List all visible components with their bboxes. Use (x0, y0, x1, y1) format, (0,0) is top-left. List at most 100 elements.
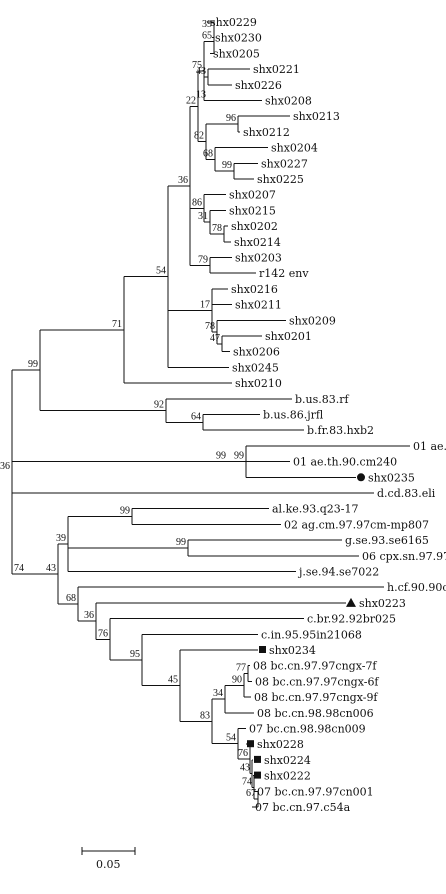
bootstrap-value: 95 (130, 649, 140, 660)
taxon-label-08-bc-cn-98-98cn006: 08 bc.cn.98.98cn006 (257, 707, 374, 720)
bootstrap-value: 78 (212, 223, 222, 234)
taxon-label-shx0228: shx0228 (257, 738, 304, 751)
taxon-label-shx0224: shx0224 (264, 754, 311, 767)
bootstrap-value: 83 (200, 710, 210, 721)
bootstrap-value: 90 (232, 674, 242, 685)
taxon-label-shx0222: shx0222 (264, 770, 311, 783)
scale-bar-label: 0.05 (96, 858, 121, 871)
bootstrap-value: 76 (98, 628, 108, 639)
taxon-label-shx0225: shx0225 (257, 173, 304, 186)
taxon-label-shx0223: shx0223 (359, 597, 406, 610)
taxon-label-d-cd-83-eli: d.cd.83.eli (377, 487, 436, 500)
bootstrap-value: 99 (222, 160, 232, 171)
bootstrap-value: 36 (84, 610, 94, 621)
taxon-label-h-cf-90-90cf056: h.cf.90.90cf056 (387, 581, 446, 594)
taxon-label-al-ke-93-q23-17: al.ke.93.q23-17 (272, 503, 359, 516)
taxon-label-shx0209: shx0209 (289, 314, 336, 327)
taxon-label-shx0235: shx0235 (368, 471, 415, 484)
bootstrap-value: 34 (213, 688, 223, 699)
bootstrap-value: 99 (216, 451, 226, 462)
taxon-label-shx0211: shx0211 (235, 299, 282, 312)
bootstrap-value: 43 (46, 563, 56, 574)
bootstrap-value: 22 (186, 95, 196, 106)
bootstrap-value: 86 (192, 197, 202, 208)
taxon-label-shx0245: shx0245 (232, 361, 279, 374)
taxon-label-01-ae-th-90-cm240: 01 ae.th.90.cm240 (293, 456, 397, 469)
taxon-label-c-br-92-92br025: c.br.92.92br025 (307, 613, 396, 626)
bootstrap-value: 92 (154, 400, 164, 411)
taxon-label-shx0206: shx0206 (233, 346, 280, 359)
taxon-label-c-in-95-95in21068: c.in.95.95in21068 (261, 628, 362, 641)
taxon-label-shx0213: shx0213 (293, 110, 340, 123)
bootstrap-value: 39 (56, 533, 66, 544)
bootstrap-value: 36 (178, 175, 188, 186)
bootstrap-value: 74 (14, 563, 24, 574)
taxon-label-02-ag-cm-97-97cm-mp807: 02 ag.cm.97.97cm-mp807 (284, 518, 429, 531)
bootstrap-value: 43 (240, 763, 250, 774)
taxon-label-b-us-83-rf: b.us.83.rf (295, 393, 350, 406)
bootstrap-value: 67 (246, 788, 256, 799)
taxon-label-shx0204: shx0204 (271, 142, 318, 155)
tree-labels: shx0229shx023039shx020565shx0221shx02264… (0, 16, 446, 814)
bootstrap-value: 68 (203, 148, 213, 159)
scale-bar: 0.05 (81, 847, 136, 871)
taxon-label-shx0207: shx0207 (229, 189, 276, 202)
bootstrap-value: 99 (28, 359, 38, 370)
bootstrap-value: 78 (205, 321, 215, 332)
bootstrap-value: 99 (176, 537, 186, 548)
taxon-label-shx0229: shx0229 (210, 16, 257, 29)
taxon-label-r142-env: r142 env (259, 267, 309, 280)
bootstrap-value: 77 (236, 663, 246, 674)
taxon-label-shx0227: shx0227 (261, 157, 308, 170)
bootstrap-value: 74 (242, 776, 252, 787)
triangle-marker-icon (346, 597, 356, 607)
bootstrap-value: 65 (202, 31, 212, 42)
bootstrap-value: 13 (196, 90, 206, 101)
taxon-label-shx0214: shx0214 (234, 236, 281, 249)
bootstrap-value: 17 (200, 299, 210, 310)
taxon-label-08-bc-cn-97-97cngx-9f: 08 bc.cn.97.97cngx-9f (254, 691, 378, 704)
taxon-label-shx0205: shx0205 (213, 47, 260, 60)
taxon-label-07-bc-cn-97-c54a: 07 bc.cn.97.c54a (255, 801, 351, 814)
taxon-label-shx0210: shx0210 (235, 377, 282, 390)
taxon-label-b-fr-83-hxb2: b.fr.83.hxb2 (307, 424, 374, 437)
bootstrap-value: 31 (198, 211, 208, 222)
bootstrap-value: 39 (202, 19, 212, 30)
taxon-label-g-se-93-se6165: g.se.93.se6165 (345, 534, 429, 547)
taxon-label-08-bc-cn-97-97cngx-7f: 08 bc.cn.97.97cngx-7f (253, 660, 377, 673)
taxon-label-b-us-86-jrfl: b.us.86.jrfl (263, 409, 324, 422)
bootstrap-value: 96 (226, 113, 236, 124)
bootstrap-value: 71 (112, 319, 122, 330)
bootstrap-value: 36 (0, 461, 10, 472)
taxon-label-06-cpx-sn-97-97se1078: 06 cpx.sn.97.97se1078 (362, 550, 446, 563)
bootstrap-value: 76 (238, 748, 248, 759)
taxon-label-01-ae-cf-90-90cf11697: 01 ae.cf.90.90cf11697 (413, 440, 446, 453)
taxon-label-shx0226: shx0226 (235, 79, 282, 92)
taxon-label-shx0221: shx0221 (253, 63, 300, 76)
taxon-label-j-se-94-se7022: j.se.94.se7022 (297, 566, 379, 579)
taxon-label-shx0201: shx0201 (265, 330, 312, 343)
bootstrap-value: 54 (226, 733, 236, 744)
bootstrap-value: 79 (198, 254, 208, 265)
tree-branches (11, 21, 410, 808)
taxon-label-shx0212: shx0212 (243, 126, 290, 139)
square-marker-icon (254, 771, 261, 779)
taxon-label-08-bc-cn-97-97cngx-6f: 08 bc.cn.97.97cngx-6f (255, 675, 379, 688)
taxon-label-shx0230: shx0230 (215, 32, 262, 45)
taxon-label-shx0208: shx0208 (265, 95, 312, 108)
taxon-label-shx0234: shx0234 (269, 644, 316, 657)
taxon-label-shx0215: shx0215 (229, 204, 276, 217)
square-marker-icon (259, 646, 266, 653)
bootstrap-value: 75 (192, 60, 202, 71)
taxon-label-07-bc-cn-97-97cn001: 07 bc.cn.97.97cn001 (257, 785, 374, 798)
bootstrap-value: 43 (196, 66, 206, 77)
circle-marker-icon (357, 473, 365, 482)
bootstrap-value: 99 (234, 451, 244, 462)
taxon-label-shx0203: shx0203 (235, 252, 282, 265)
square-marker-icon (254, 755, 261, 763)
bootstrap-value: 68 (66, 593, 76, 604)
bootstrap-value: 54 (156, 266, 166, 277)
taxon-label-shx0202: shx0202 (231, 220, 278, 233)
square-marker-icon (247, 740, 254, 748)
